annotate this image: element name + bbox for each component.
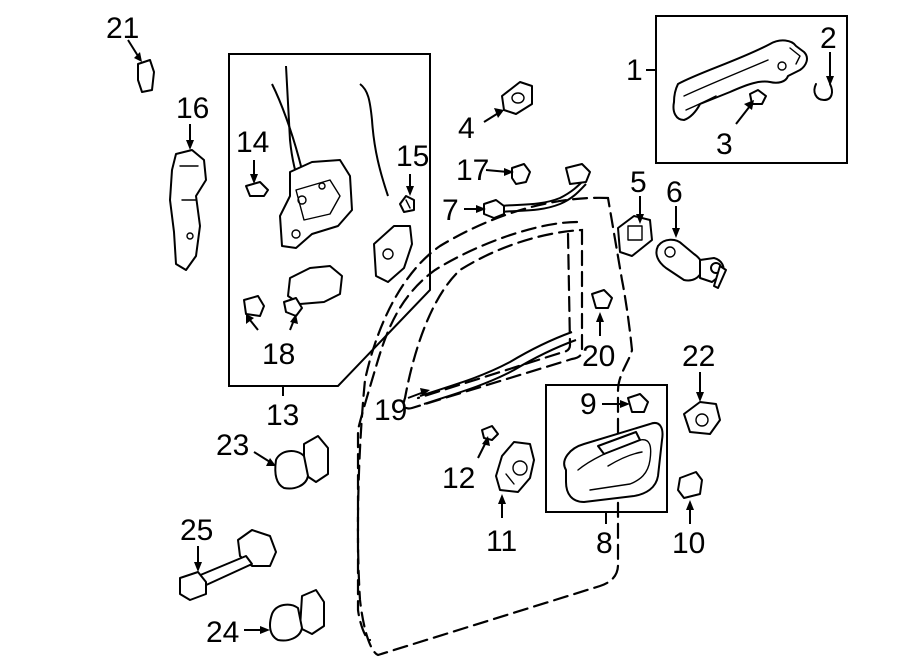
lock-cylinder-part-6 bbox=[655, 238, 727, 289]
callout-8: 8 bbox=[596, 527, 613, 560]
check-cover-part-23 bbox=[274, 435, 329, 490]
leader-lines bbox=[127, 39, 834, 634]
callout-labels: 1 2 3 4 5 6 7 8 9 10 11 12 13 14 15 16 1… bbox=[106, 12, 837, 649]
callout-5: 5 bbox=[630, 166, 647, 199]
screw-part-15 bbox=[399, 195, 415, 213]
callout-14: 14 bbox=[236, 126, 269, 159]
door-lock-actuator-part-13 bbox=[271, 65, 389, 249]
pad-part-4 bbox=[501, 81, 533, 115]
door-check-part-25 bbox=[179, 529, 277, 601]
callout-19: 19 bbox=[374, 394, 407, 427]
callout-17: 17 bbox=[456, 154, 489, 187]
cable-part-7 bbox=[483, 163, 591, 219]
callout-3: 3 bbox=[716, 128, 733, 161]
callout-16: 16 bbox=[176, 92, 209, 125]
latch-part bbox=[373, 225, 413, 283]
striker-cover-part-22 bbox=[683, 401, 721, 435]
callout-13: 13 bbox=[266, 399, 299, 432]
callout-6: 6 bbox=[666, 176, 683, 209]
callout-9: 9 bbox=[580, 388, 597, 421]
callout-20: 20 bbox=[582, 340, 615, 373]
bracket-part-5 bbox=[617, 215, 653, 257]
callout-23: 23 bbox=[216, 429, 249, 462]
clip-part-12 bbox=[481, 425, 499, 441]
callout-10: 10 bbox=[672, 527, 705, 560]
callout-4: 4 bbox=[458, 112, 475, 145]
clip-part-2 bbox=[813, 83, 833, 101]
screw-part-9 bbox=[627, 393, 649, 413]
callout-11: 11 bbox=[486, 525, 517, 558]
bumper-part-20 bbox=[591, 289, 613, 309]
callout-2: 2 bbox=[820, 22, 837, 55]
clip-part-14 bbox=[245, 181, 269, 197]
callout-24: 24 bbox=[206, 616, 239, 649]
outside-handle-part bbox=[672, 39, 808, 121]
cap-part-10 bbox=[677, 471, 703, 499]
check-cover-part-24 bbox=[269, 589, 325, 642]
outside-handle-group-box bbox=[655, 15, 848, 164]
callout-22: 22 bbox=[682, 340, 715, 373]
callout-15: 15 bbox=[396, 140, 429, 173]
callout-12: 12 bbox=[442, 462, 475, 495]
callout-21: 21 bbox=[106, 12, 139, 45]
inside-handle-part-8 bbox=[563, 422, 664, 503]
handle-bracket-part-16 bbox=[169, 149, 207, 271]
rod-clip-part-18 bbox=[243, 265, 343, 317]
connector-part-17 bbox=[511, 163, 531, 185]
weatherstrip-part-19 bbox=[419, 331, 577, 405]
callout-7: 7 bbox=[442, 194, 459, 227]
callout-18: 18 bbox=[262, 338, 295, 371]
callout-25: 25 bbox=[180, 514, 213, 547]
door-shell-outline bbox=[356, 196, 634, 657]
lock-assembly-group-box bbox=[228, 53, 431, 387]
actuator-part-11 bbox=[495, 441, 535, 493]
cap-part-21 bbox=[137, 59, 155, 93]
callout-1: 1 bbox=[626, 54, 643, 87]
